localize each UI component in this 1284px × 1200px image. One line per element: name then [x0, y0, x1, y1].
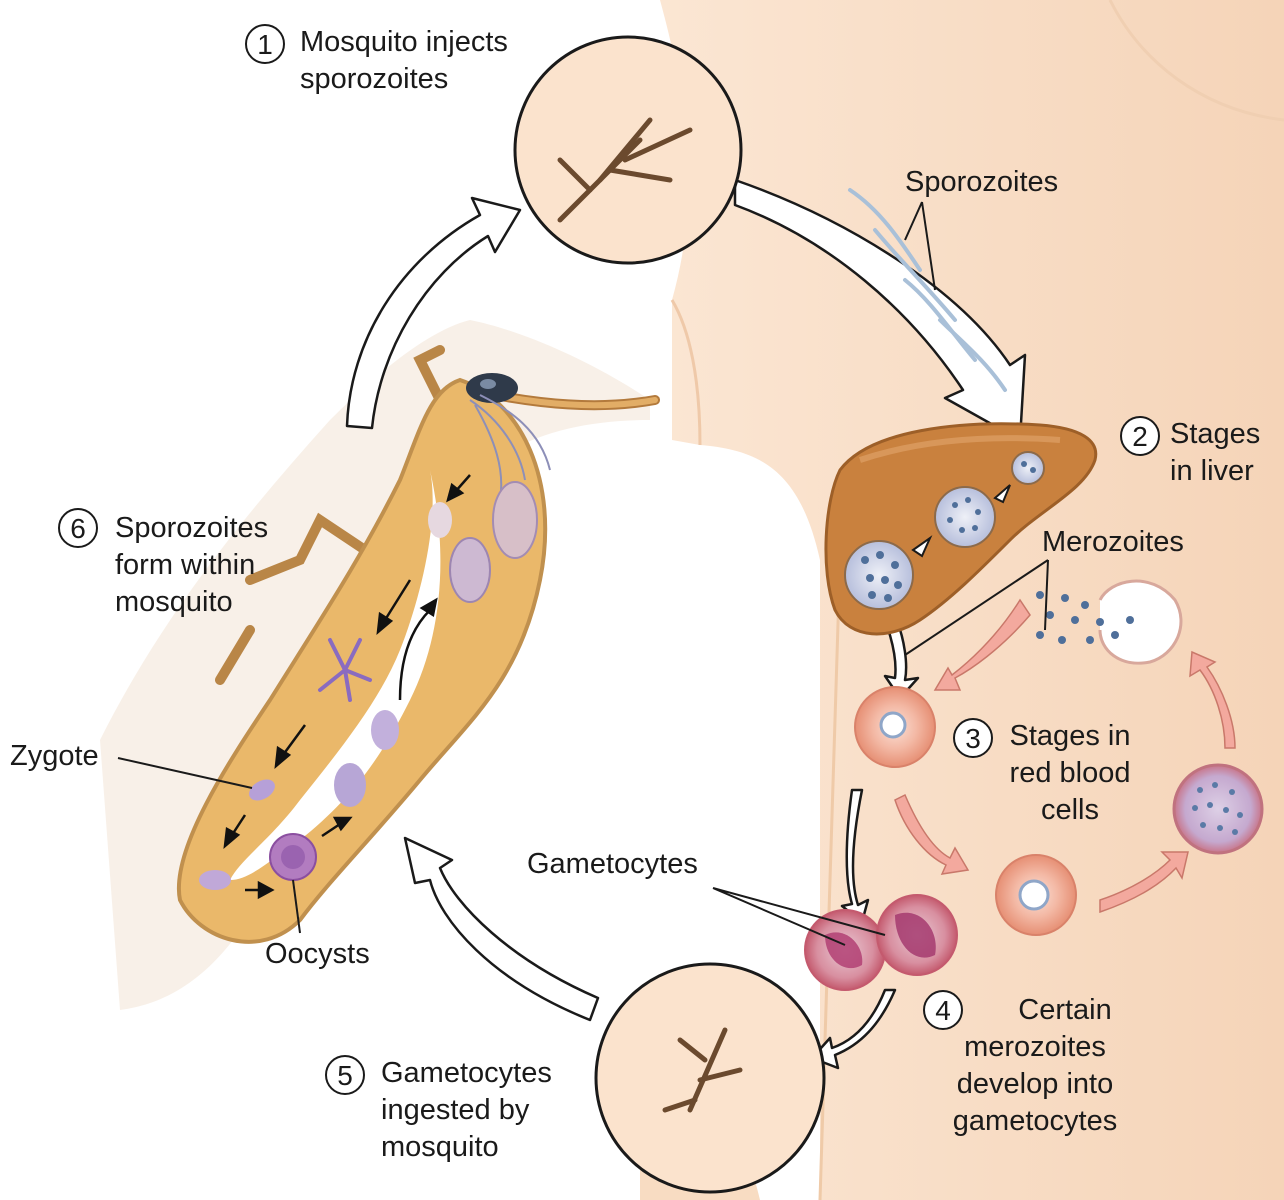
mosquito-gut-outline	[176, 377, 548, 944]
leader-zygote	[117, 757, 253, 789]
gut-oocyst-small-2	[371, 710, 399, 750]
mosquito-gut	[176, 345, 660, 944]
mosquito-leg-upper	[413, 345, 445, 405]
oocyst-core	[281, 845, 305, 869]
label-zygote: Zygote	[10, 740, 99, 772]
gut-oocyst-small-1	[334, 763, 366, 807]
liver-cell-1	[1011, 451, 1045, 485]
step-6-badge: 6	[58, 508, 98, 548]
mosquito-eye-highlight	[480, 379, 496, 389]
step-6-line-3: mosquito	[115, 586, 233, 618]
mosquito-leg-left	[245, 512, 385, 585]
schizont-dots	[1192, 782, 1243, 835]
step-2-line-2: in liver	[1170, 455, 1254, 487]
mosquito-gut-cavity	[230, 470, 441, 880]
label-gametocytes: Gametocytes	[527, 848, 698, 880]
arrow-6-to-1	[345, 196, 522, 430]
zygote-shape	[249, 779, 275, 801]
step-5-label: Gametocytes ingested by mosquito	[381, 1055, 552, 1166]
rbc-cycle-arrows	[894, 598, 1236, 914]
step-3-line-1: Stages in	[1009, 720, 1131, 752]
gut-flow-arrows	[223, 474, 471, 900]
liver-schizont-dots	[861, 461, 1036, 602]
step-1-line-1: Mosquito injects	[300, 26, 508, 58]
step-4-line-2: merozoites	[964, 1031, 1106, 1063]
step-5-line-2: ingested by	[381, 1094, 530, 1126]
arrow-5-to-6	[403, 836, 600, 1022]
leader-merozoites	[904, 559, 1049, 656]
step-2-line-1: Stages	[1170, 418, 1261, 450]
cycle-arrows	[345, 178, 1027, 1070]
step-2-badge: 2	[1120, 416, 1160, 456]
pink-arrow-schizont-up	[1189, 650, 1236, 749]
step-2-label: Stages in liver	[1170, 416, 1260, 490]
rbc-ring-stage-parasite	[879, 711, 907, 739]
gametes-star	[318, 638, 372, 702]
step-3-line-2: red blood	[1009, 757, 1131, 789]
step-3-label: Stages in red blood cells	[1000, 718, 1140, 829]
step-4-label: Certain merozoites develop into gametocy…	[930, 992, 1140, 1140]
sporozoite-streaks	[848, 188, 1007, 392]
pink-arrow-merozoites-to-rbc	[933, 598, 1031, 691]
pink-arrow-rbc-down	[894, 793, 970, 875]
step-4-line-1: Certain	[1018, 994, 1112, 1026]
label-oocysts: Oocysts	[265, 938, 370, 970]
pink-arrow-to-schizont	[1099, 851, 1189, 914]
liver	[824, 422, 1098, 636]
liver-highlight	[859, 435, 1061, 463]
step-6-label: Sporozoites form within mosquito	[115, 510, 268, 621]
gametocyte-body-2	[895, 912, 936, 958]
leader-gametocytes	[712, 887, 886, 946]
human-neck-edge	[1108, 0, 1284, 122]
mosquito-leg-lower	[215, 625, 255, 685]
mosquito-feed-figure	[662, 1027, 743, 1113]
step-4-badge: 4	[923, 990, 963, 1030]
step-1-label: Mosquito injects sporozoites	[300, 24, 508, 98]
step-1-badge: 1	[245, 24, 285, 64]
ruptured-cell	[1098, 579, 1183, 665]
step-1-line-2: sporozoites	[300, 63, 449, 95]
step-6-line-2: form within	[115, 549, 256, 581]
step-6-line-1: Sporozoites	[115, 512, 269, 544]
liver-cell-2	[934, 486, 996, 548]
mosquito-bite-figure	[557, 117, 693, 223]
leader-lines	[117, 201, 1049, 946]
gut-sac-1	[492, 481, 538, 559]
leader-oocysts	[292, 879, 301, 934]
step-5-line-1: Gametocytes	[381, 1057, 552, 1089]
merozoite-dots	[1036, 591, 1134, 644]
step-4-line-3: develop into	[956, 1068, 1114, 1100]
step-4-line-4: gametocytes	[952, 1105, 1118, 1137]
step-3-line-3: cells	[1040, 794, 1099, 826]
merozoite-release	[1036, 579, 1183, 665]
step-3-badge: 3	[953, 718, 993, 758]
liver-small-arrows	[911, 484, 1011, 558]
gut-sac-2	[449, 537, 491, 603]
magnifier-feed	[594, 962, 826, 1194]
label-merozoites: Merozoites	[1042, 526, 1184, 558]
step-5-line-3: mosquito	[381, 1131, 499, 1163]
gut-sac-3	[428, 502, 452, 538]
rbc-trophozoite-parasite	[1018, 879, 1050, 911]
step-5-badge: 5	[325, 1055, 365, 1095]
magnifier-bite	[513, 35, 743, 265]
rbc-schizont	[1172, 763, 1264, 855]
gut-ookinete	[199, 870, 231, 890]
leader-sporozoites	[904, 201, 936, 291]
red-blood-cells	[804, 686, 1264, 991]
human-arm-edge	[670, 299, 702, 446]
label-sporozoites: Sporozoites	[905, 166, 1059, 198]
